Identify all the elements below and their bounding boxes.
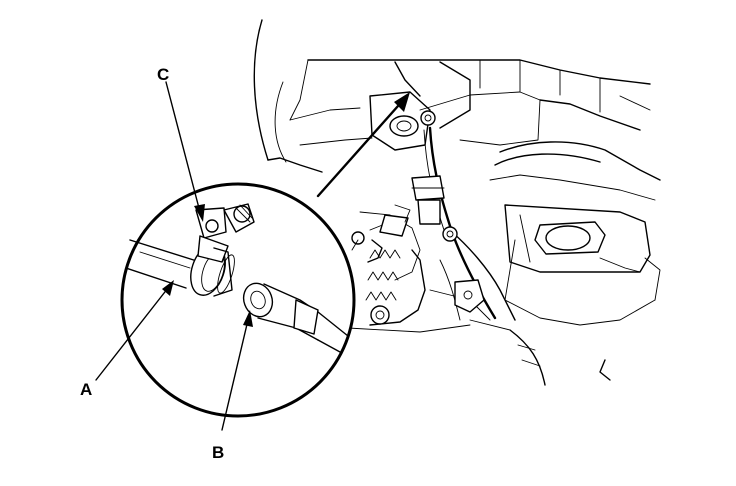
callout-leaders — [95, 81, 253, 431]
leader-a — [95, 287, 169, 381]
engine-bay-drawing — [253, 19, 661, 386]
callout-label-c: C — [157, 65, 169, 84]
leader-c — [165, 81, 201, 213]
leader-b — [221, 319, 249, 431]
leader-b-arrowhead — [243, 310, 253, 327]
callout-label-b: B — [212, 443, 224, 462]
leader-arrowhead — [394, 92, 410, 112]
detail-magnifier — [120, 182, 356, 418]
callout-label-a: A — [80, 380, 92, 399]
leader-a-arrowhead — [162, 280, 174, 296]
leader-c-arrowhead — [194, 204, 205, 222]
